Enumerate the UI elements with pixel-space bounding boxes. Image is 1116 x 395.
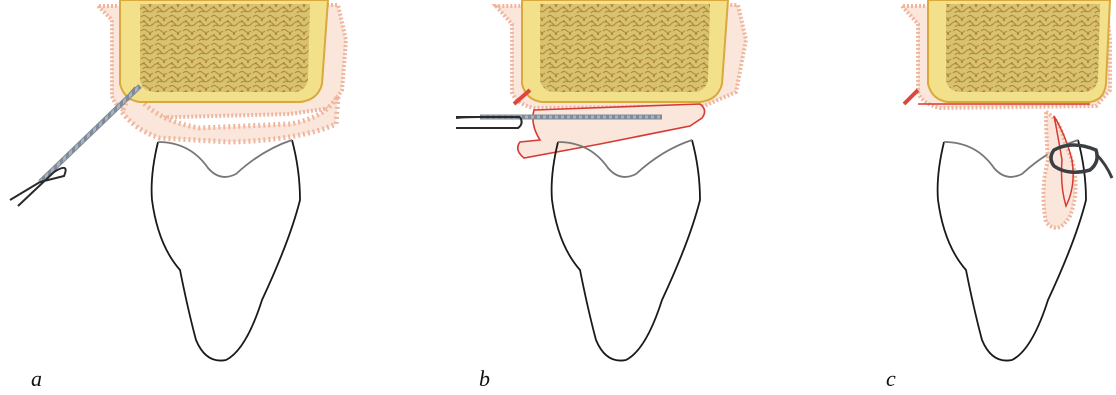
trabecular-bone-panel-c xyxy=(946,4,1100,92)
trabecular-bone-panel-a xyxy=(140,4,310,92)
panel-label-b: b xyxy=(479,368,490,390)
panel-label-c: c xyxy=(886,368,896,390)
alveolar-bone-panel-a xyxy=(120,0,328,102)
periodontal-probe-panel-a xyxy=(10,86,140,206)
reflected-flap-panel-b xyxy=(518,104,705,158)
panel-c xyxy=(902,0,1112,361)
tooth-panel-a xyxy=(152,140,300,361)
alveolar-bone-panel-b xyxy=(522,0,728,102)
incision-panel-c xyxy=(904,90,918,104)
trabecular-bone-panel-b xyxy=(540,4,710,92)
panel-label-a: a xyxy=(31,368,42,390)
tooth-panel-b xyxy=(552,140,700,361)
cej-line-panel-a xyxy=(158,140,292,177)
cej-line-panel-b xyxy=(558,140,692,177)
panel-b xyxy=(456,0,746,361)
alveolar-bone-panel-c xyxy=(928,0,1110,102)
panel-a xyxy=(10,0,346,361)
